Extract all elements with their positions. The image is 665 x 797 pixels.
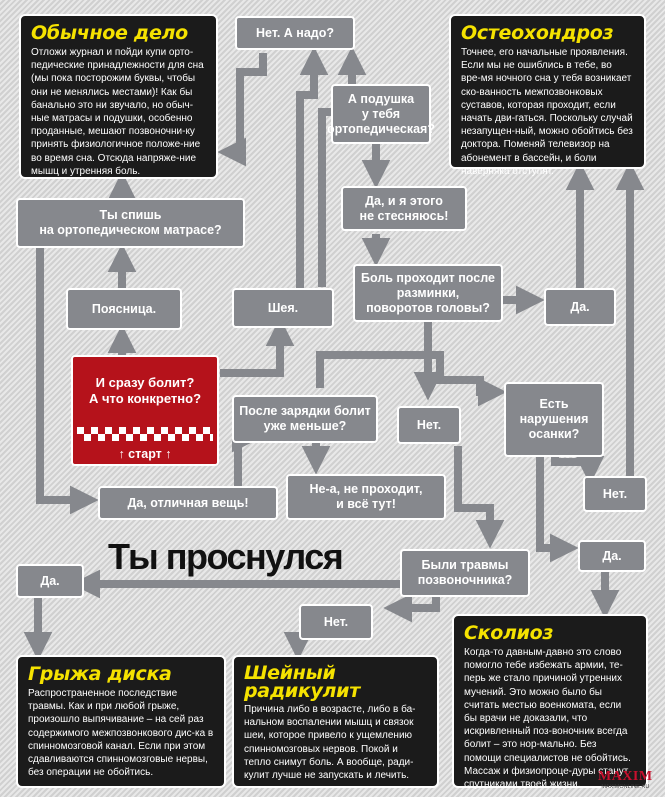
panel-skolioz: Сколиоз Когда-то давным-давно это слово … (452, 614, 648, 791)
arrow-net-osanka (316, 351, 507, 407)
node-da-2: Да. (578, 540, 646, 572)
arrow-sheya-net-a-nado (296, 46, 329, 288)
panel-gryzha-text: Распространенное последствие травмы. Как… (28, 688, 214, 779)
arrow-spish-da-otlichnaya (36, 248, 99, 515)
node-net-2: Нет. (583, 476, 647, 512)
arrow-osanka-net (551, 455, 605, 485)
logo-url: MAXIMONLINE.RU (601, 784, 650, 790)
checkered-stripe (77, 427, 213, 441)
logo-brand: MAXIM (598, 769, 653, 784)
maxim-logo: MAXIM MAXIMONLINE.RU (598, 769, 653, 792)
panel-obychnoe-text: Отложи журнал и пойди купи орто-педическ… (31, 47, 204, 177)
panel-osteohondroz-text: Точнее, его начальные проявления. Если м… (461, 47, 633, 177)
node-est-narusheniya: Есть нарушения осанки? (504, 382, 604, 457)
node-da-ya-etogo: Да, и я этого не стесняюсь! (341, 186, 467, 231)
arrow-da-otlichnaya-zaryadka (231, 423, 261, 488)
node-a-podushka: А подушка у тебя ортопедическая? (327, 84, 435, 144)
arrow-start-sheya (220, 317, 295, 377)
node-net-3: Нет. (299, 604, 373, 640)
node-byli-travmy: Были травмы позвоночника? (400, 549, 530, 597)
node-sheya: Шея. (232, 288, 334, 328)
panel-gryzha-title: Грыжа диска (28, 663, 172, 685)
panel-obychnoe-title: Обычное дело (31, 22, 188, 44)
panel-sheyny-radikulit: Шейный радикулит Причина либо в возрасте… (232, 655, 439, 788)
node-da-1: Да. (544, 288, 616, 326)
panel-skolioz-text: Когда-то давным-давно это слово помогло … (464, 647, 631, 791)
start-label: ↑ старт ↑ (118, 447, 172, 461)
arrow-osanka-da (536, 456, 579, 563)
headline: Ты проснулся (108, 536, 344, 577)
panel-skolioz-title: Сколиоз (464, 622, 554, 644)
node-ne-a-ne-prohodit: Не-а, не проходит, и всё тут! (286, 474, 446, 520)
panel-radikulit-text: Причина либо в возрасте, либо в ба-нальн… (244, 704, 416, 782)
node-ty-spish: Ты спишь на ортопедическом матрасе? (16, 198, 245, 248)
start-question: И сразу болит? А что конкретно? (88, 375, 202, 406)
node-poyasnitsa: Поясница. (66, 288, 182, 330)
panel-osteohondroz-title: Остеохондроз (461, 22, 614, 44)
arrow-travmy-net (383, 593, 440, 623)
node-net-a-nado: Нет. А надо? (235, 16, 355, 50)
panel-radikulit-title: Шейный радикулит (244, 662, 360, 702)
panel-obychnoe-delo: Обычное дело Отложи журнал и пойди купи … (19, 14, 218, 179)
panel-osteohondroz: Остеохондроз Точнее, его начальные прояв… (449, 14, 646, 177)
node-da-3: Да. (16, 564, 84, 598)
node-da-otlichnaya: Да, отличная вещь! (98, 486, 278, 520)
node-bol-prohodit: Боль проходит после разминки, поворотов … (353, 264, 503, 322)
arrow-net-travmy (454, 446, 505, 549)
start-box: И сразу болит? А что конкретно? ↑ старт … (71, 355, 219, 466)
arrow-net-a-nado-obychnoe (217, 53, 267, 167)
node-net-1: Нет. (397, 406, 461, 444)
node-posle-zaryadki: После зарядки болит уже меньше? (232, 395, 378, 443)
panel-gryzha-diska: Грыжа диска Распространенное последствие… (16, 655, 226, 788)
